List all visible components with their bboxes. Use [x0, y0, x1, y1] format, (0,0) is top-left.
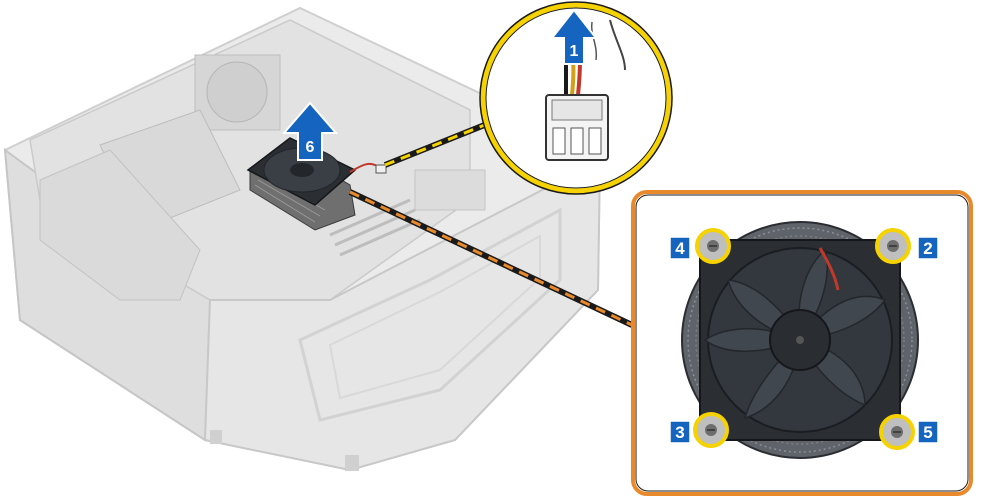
fan-connector-on-board: [375, 164, 387, 174]
side-panel-emboss-inner: [328, 234, 541, 400]
rear-case-fan-rotor: [206, 61, 268, 123]
chassis-foot: [210, 430, 222, 444]
connector-leader-line-dash: [384, 120, 493, 167]
fan-zoom-callout: 4 2 3 5: [631, 190, 973, 496]
screw-bottom-left[interactable]: [693, 412, 729, 448]
screw-badge-2-label: 2: [923, 239, 932, 258]
chassis-foot: [345, 455, 359, 471]
connector-zoom-callout: 1: [479, 1, 673, 195]
lift-step-number: 6: [306, 139, 315, 156]
screw-badge-3-label: 3: [675, 423, 684, 442]
screw-badge-5: 5: [917, 420, 939, 444]
motherboard-edge-2: [590, 21, 598, 61]
drive-bay: [414, 169, 486, 211]
screw-badge-2: 2: [917, 236, 939, 260]
fan-hub: [290, 163, 314, 177]
motherboard-edge: [609, 19, 626, 71]
screw-bottom-right[interactable]: [879, 414, 915, 450]
screw-badge-4: 4: [669, 236, 691, 260]
screw-badge-3: 3: [669, 420, 691, 444]
screw-badge-5-label: 5: [923, 423, 932, 442]
computer-chassis: [3, 6, 602, 472]
power-supply: [39, 149, 201, 301]
lift-fan-arrow: 6: [281, 101, 339, 161]
cpu-fan-in-chassis: [246, 137, 387, 231]
disconnect-step-number: 1: [570, 43, 579, 60]
chassis-side-panel: [203, 158, 602, 472]
screw-badge-4-label: 4: [675, 239, 685, 258]
connector-pins: [552, 127, 602, 155]
screw-top-left[interactable]: [695, 228, 731, 264]
side-panel-emboss: [298, 207, 562, 422]
screw-top-right[interactable]: [875, 228, 911, 264]
lift-arrow-shape: [281, 101, 339, 161]
fan-cable-large: [818, 247, 840, 291]
fan-leader-line-dash: [349, 190, 633, 327]
disconnect-arrow-shape: [549, 8, 599, 65]
